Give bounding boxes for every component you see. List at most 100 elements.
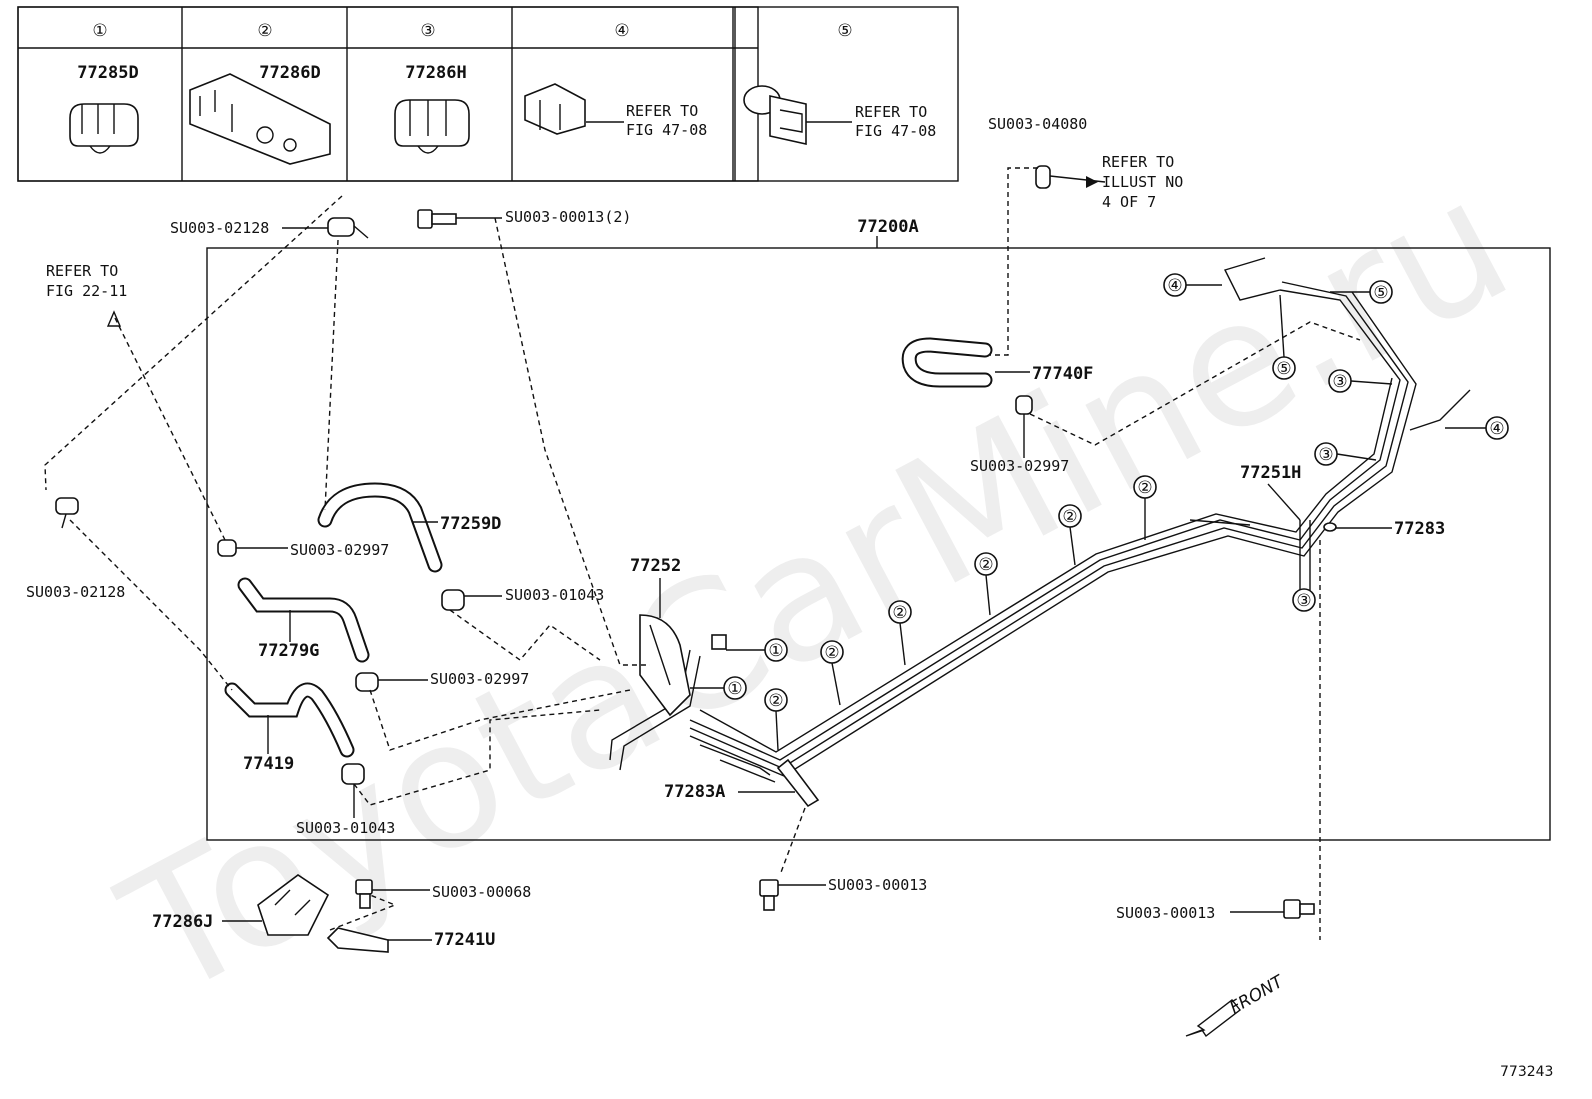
refer-note: ILLUST NO <box>1102 173 1183 191</box>
grommet-refer-47-08-icon <box>743 85 852 145</box>
legend-cell-2: ② 77286D <box>189 21 331 165</box>
circle-ref: ② <box>888 600 912 624</box>
arrow-icon <box>106 310 122 327</box>
legend-note: FIG 47-08 <box>855 122 936 140</box>
clip-77286d-icon <box>189 73 331 165</box>
circle-ref: ③ <box>1314 442 1338 466</box>
refer-note: 4 OF 7 <box>1102 193 1156 211</box>
part-label-77252: 77252 <box>630 556 681 576</box>
legend-note: REFER TO <box>855 103 927 121</box>
diagram-id: 773243 <box>1500 1064 1553 1080</box>
bracket-77252 <box>639 614 691 717</box>
legend-cell-3: ③ 77286H <box>394 21 470 154</box>
hose-clamp-icon <box>217 539 237 557</box>
legend-part: 77286D <box>259 63 320 83</box>
refer-note: REFER TO <box>1102 153 1174 171</box>
circle-ref: ② <box>820 640 844 664</box>
clip-77285d-icon <box>69 103 139 154</box>
svg-text:①: ① <box>768 641 783 661</box>
legend-note: FIG 47-08 <box>626 121 707 139</box>
callout-su003-01043-a: SU003-01043 <box>505 586 604 604</box>
part-label-77283: 77283 <box>1394 519 1445 539</box>
callout-su003-02128-left: SU003-02128 <box>26 583 125 601</box>
front-arrow-icon: FRONT <box>1185 971 1289 1038</box>
assembly-frame <box>206 247 1551 841</box>
callout-su003-02997-a: SU003-02997 <box>290 541 389 559</box>
legend-table-frame <box>17 6 959 182</box>
legend-num: ⑤ <box>837 21 852 41</box>
circle-ref: ③ <box>1328 369 1352 393</box>
svg-text:⑤: ⑤ <box>1276 359 1291 379</box>
part-label-77200a: 77200A <box>857 217 918 237</box>
hose-clamp-icon <box>441 589 465 611</box>
circle-ref: ① <box>764 638 788 662</box>
fuel-pipe-bundle <box>609 257 1471 783</box>
circle-ref: ⑤ <box>1272 356 1296 380</box>
refer-note: FIG 22-11 <box>46 282 127 300</box>
arrow-icon <box>1086 176 1098 188</box>
hose-clamp-icon <box>1015 395 1033 415</box>
circle-ref: ② <box>1133 475 1157 499</box>
part-label-77283a: 77283A <box>664 782 725 802</box>
hose-clamp-icon <box>1035 165 1106 189</box>
svg-text:①: ① <box>727 679 742 699</box>
part-label-77740f: 77740F <box>1032 364 1093 384</box>
svg-text:④: ④ <box>1167 276 1182 296</box>
refer-note: REFER TO <box>46 262 118 280</box>
legend-num: ③ <box>420 21 435 41</box>
callout-su003-02997-right: SU003-02997 <box>970 457 1069 475</box>
hose-77419 <box>224 682 355 758</box>
circle-ref: ③ <box>1292 588 1316 612</box>
bolt-icon <box>417 209 457 229</box>
svg-text:②: ② <box>768 691 783 711</box>
bracket-77241u <box>326 927 389 953</box>
circle-ref: ② <box>1058 504 1082 528</box>
hose-77740f <box>901 337 993 388</box>
svg-text:④: ④ <box>1489 419 1504 439</box>
bracket-77283 <box>1323 522 1337 532</box>
hose-77259d <box>317 482 443 573</box>
callout-su003-00013-right: SU003-00013 <box>1116 904 1215 922</box>
callout-su003-00013-mid: SU003-00013 <box>828 876 927 894</box>
bolt-icon <box>1283 899 1315 919</box>
bolt-icon <box>355 879 373 909</box>
legend-note: REFER TO <box>626 102 698 120</box>
svg-text:③: ③ <box>1332 372 1347 392</box>
svg-text:②: ② <box>978 555 993 575</box>
legend-num: ① <box>92 21 107 41</box>
bracket-77286j <box>257 874 330 936</box>
legend-num: ④ <box>614 21 629 41</box>
clip-refer-47-08-icon <box>524 83 624 135</box>
callout-su003-00068: SU003-00068 <box>432 883 531 901</box>
bolt-icon <box>759 879 779 911</box>
legend-cell-5: ⑤ REFER TO FIG 47-08 <box>743 21 936 145</box>
svg-text:②: ② <box>824 643 839 663</box>
legend-cell-4: ④ REFER TO FIG 47-08 <box>524 21 707 139</box>
clip-icon <box>711 634 727 650</box>
callout-su003-04080: SU003-04080 <box>988 115 1087 133</box>
part-label-77286j: 77286J <box>152 912 213 932</box>
hose-clamp-icon <box>327 217 369 239</box>
circle-ref: ② <box>974 552 998 576</box>
svg-text:②: ② <box>892 603 907 623</box>
legend-cell-1: ① 77285D <box>69 21 139 154</box>
circle-ref: ④ <box>1485 416 1509 440</box>
part-label-77241u: 77241U <box>434 930 495 950</box>
bracket-77283a <box>776 758 820 808</box>
svg-text:⑤: ⑤ <box>1373 283 1388 303</box>
legend-part: 77285D <box>77 63 138 83</box>
legend-num: ② <box>257 21 272 41</box>
legend-table <box>17 6 759 182</box>
front-label: FRONT <box>1227 971 1289 1018</box>
svg-text:②: ② <box>1137 478 1152 498</box>
circle-ref: ① <box>723 676 747 700</box>
callout-su003-01043-b: SU003-01043 <box>296 819 395 837</box>
part-label-77251h: 77251H <box>1240 463 1301 483</box>
clip-77286h-icon <box>394 99 470 154</box>
hose-clamp-icon <box>55 497 79 529</box>
callout-su003-02128-top: SU003-02128 <box>170 219 269 237</box>
circle-ref: ⑤ <box>1369 280 1393 304</box>
dashed-leaders <box>44 167 1361 940</box>
svg-text:③: ③ <box>1318 445 1333 465</box>
